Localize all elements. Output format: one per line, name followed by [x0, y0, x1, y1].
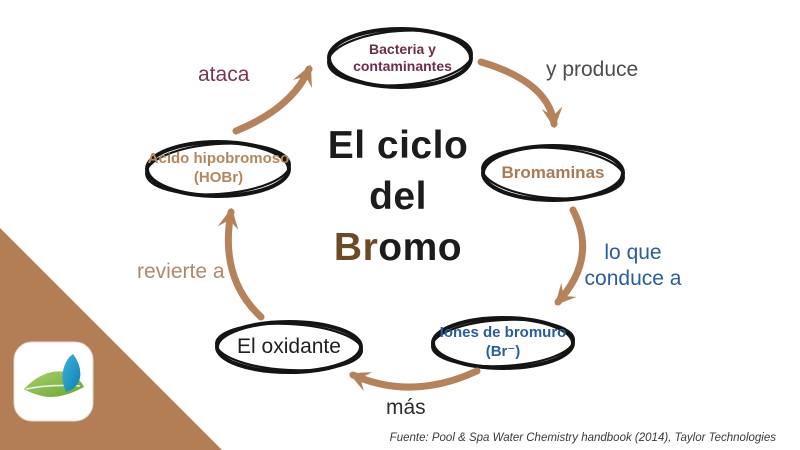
edge-label-y-produce: y produce [546, 58, 639, 81]
edge-label-mas: más [386, 396, 426, 419]
title-line-2: del [369, 175, 427, 218]
node-iones-line1: Iones de bromuro [439, 324, 567, 342]
title-rest: omo [378, 226, 463, 269]
node-bacteria-line1: Bacteria y [369, 40, 436, 57]
edge-label-revierte-a: revierte a [137, 260, 225, 283]
leaf-logo-icon [24, 354, 84, 397]
arrow-lo-que-conduce [554, 206, 587, 306]
node-bacteria-line2: contaminantes [353, 58, 452, 74]
node-bacteria: Bacteria y contaminantes [325, 34, 480, 82]
edge-label-conduce-line2: conduce a [584, 267, 682, 290]
ellipse-acido [145, 140, 291, 198]
page-title: El ciclo del Bromo [278, 120, 518, 273]
node-acido-line1: Acido hipobromoso [147, 150, 290, 168]
node-bromaminas: Bromaminas [483, 158, 623, 188]
arrow-mas [348, 367, 481, 392]
arrow-ataca [232, 64, 313, 135]
logo [13, 341, 94, 422]
edge-label-lo-que-conduce-a: lo que conduce a [578, 240, 688, 292]
node-bromaminas-label: Bromaminas [501, 163, 605, 183]
node-el-oxidante: El oxidante [217, 332, 361, 362]
title-line-3: Bromo [278, 222, 518, 273]
edge-label-ataca: ataca [198, 63, 250, 86]
node-oxidante-label: El oxidante [237, 334, 341, 358]
node-acido-hipobromoso: Acido hipobromoso (HOBr) [146, 146, 291, 192]
edge-label-conduce-line1: lo que [604, 241, 662, 264]
source-citation: Fuente: Pool & Spa Water Chemistry handb… [389, 432, 776, 444]
arrow-y-produce [477, 58, 563, 129]
ellipse-iones [430, 316, 576, 370]
arrow-revierte [217, 207, 265, 321]
title-accent: Br [333, 226, 379, 269]
node-acido-line2: (HOBr) [193, 169, 244, 186]
ellipse-bacteria [327, 27, 473, 89]
node-iones-line2: (Br⁻) [485, 343, 521, 360]
ellipse-oxidante [214, 320, 364, 374]
node-iones-de-bromuro: Iones de bromuro (Br⁻) [430, 320, 576, 366]
ellipse-bromaminas [481, 144, 625, 202]
title-line-1: El ciclo [327, 124, 469, 167]
